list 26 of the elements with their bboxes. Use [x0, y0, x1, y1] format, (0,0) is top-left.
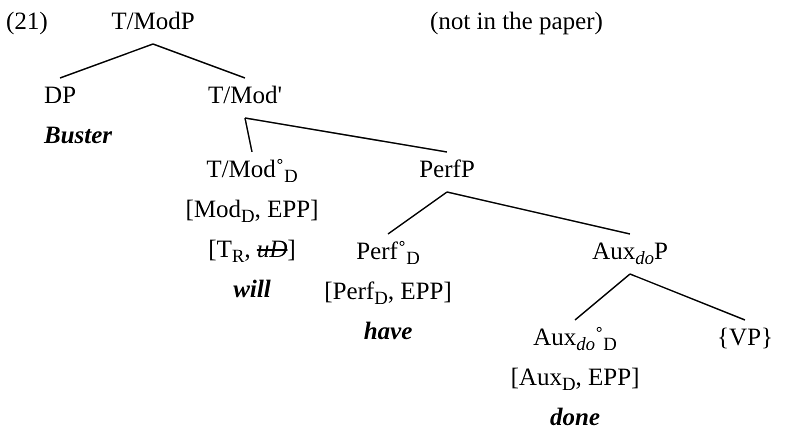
tree-branch	[152, 43, 246, 79]
example-number: (21)	[6, 7, 48, 37]
word-label: Buster	[44, 121, 112, 151]
node-label: {VP}	[717, 323, 773, 353]
node-label: DP	[44, 81, 76, 111]
note-text: (not in the paper)	[430, 7, 603, 37]
node-label: Aux$_{do}$˚$_{D}$	[533, 323, 617, 357]
feature-label: [Mod$_{D}$, EPP]	[186, 195, 318, 229]
node-label: Perf˚$_{D}$	[356, 237, 420, 271]
word-label: done	[550, 403, 600, 431]
tree-branch	[244, 117, 448, 153]
tree-branch	[388, 191, 448, 235]
node-label: T/Mod˚$_{D}$	[206, 155, 298, 189]
tree-branch	[630, 273, 746, 321]
tree-branch	[244, 118, 253, 152]
word-label: have	[364, 317, 412, 347]
feature-label: [Perf$_{D}$, EPP]	[324, 277, 452, 311]
node-label: Aux$_{do}$P	[592, 237, 668, 271]
node-label: PerfP	[419, 155, 475, 185]
node-label: T/Mod'	[208, 81, 282, 111]
tree-branch	[574, 273, 630, 321]
tree-branch	[60, 43, 154, 79]
tree-branch	[446, 191, 630, 235]
node-label: T/ModP	[111, 7, 195, 37]
feature-label: [Aux$_{D}$, EPP]	[510, 363, 640, 397]
word-label: will	[233, 275, 271, 305]
